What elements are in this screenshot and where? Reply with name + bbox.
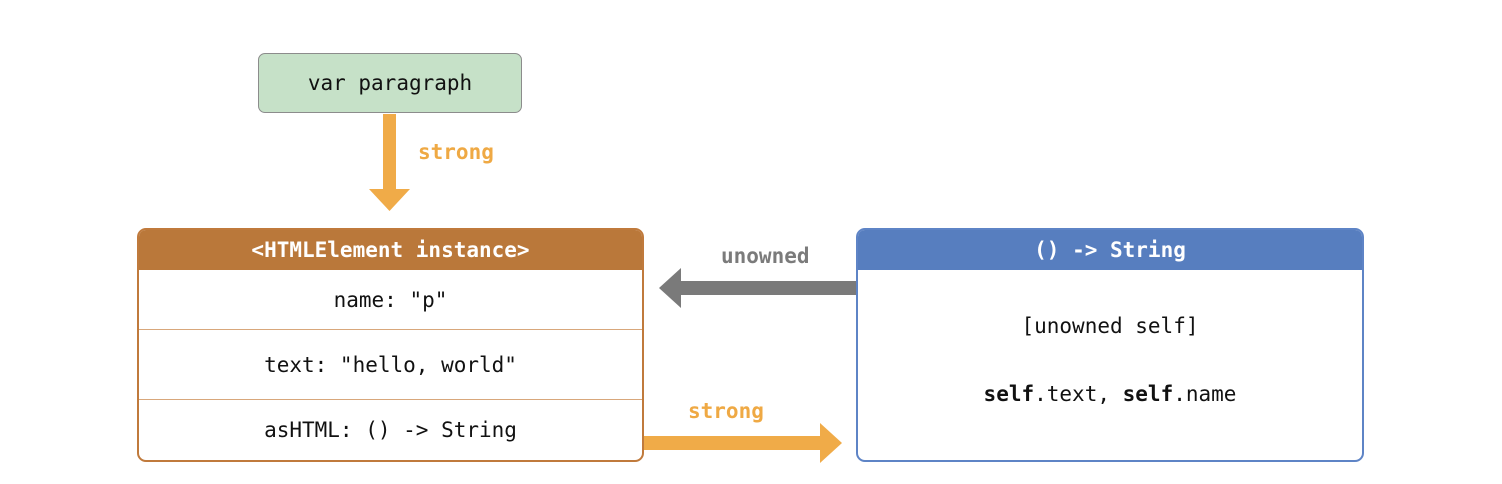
closure-body-keyword-1: self xyxy=(983,382,1035,406)
closure-body-part-2: .name xyxy=(1173,382,1237,406)
instance-row-text: text: "hello, world" xyxy=(139,329,642,399)
closure-body: self.text, self.name xyxy=(858,382,1362,406)
html-element-instance-box: <HTMLElement instance> name: "p" text: "… xyxy=(137,228,644,462)
instance-row-ashtml: asHTML: () -> String xyxy=(139,399,642,460)
strong-label-top: strong xyxy=(418,140,494,164)
strong-arrow-right xyxy=(644,423,842,463)
closure-box: () -> String [unowned self] self.text, s… xyxy=(856,228,1364,462)
closure-body-part-1: .text, xyxy=(1034,382,1123,406)
closure-capture-list: [unowned self] xyxy=(1021,314,1199,338)
unowned-label: unowned xyxy=(721,244,810,268)
strong-arrow-down xyxy=(369,114,410,211)
strong-label-bottom: strong xyxy=(688,399,764,423)
closure-header: () -> String xyxy=(858,230,1362,270)
var-paragraph-box: var paragraph xyxy=(258,53,522,113)
var-paragraph-label: var paragraph xyxy=(307,71,473,95)
instance-header: <HTMLElement instance> xyxy=(139,230,642,270)
instance-row-name-text: name: "p" xyxy=(333,287,448,312)
closure-body-keyword-2: self xyxy=(1122,382,1174,406)
instance-row-ashtml-text: asHTML: () -> String xyxy=(264,418,517,442)
instance-row-name: name: "p" xyxy=(139,270,642,329)
unowned-arrow-left xyxy=(659,268,856,308)
instance-row-text-text: text: "hello, world" xyxy=(264,352,517,377)
